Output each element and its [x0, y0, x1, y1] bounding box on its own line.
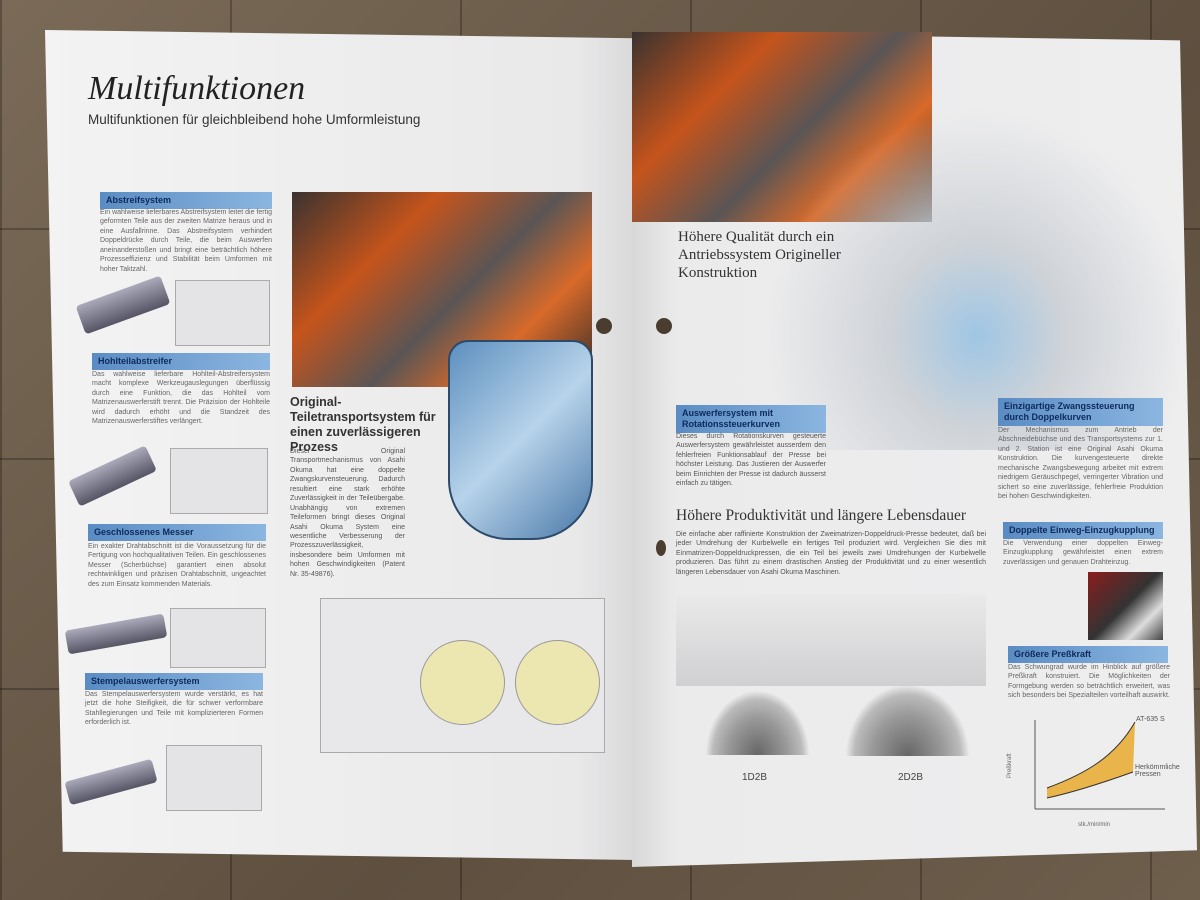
- force-gain-area: [1047, 722, 1135, 798]
- parts-pile-2d2b: [845, 684, 970, 756]
- section-heading: Stempelauswerfersystem: [85, 673, 263, 690]
- section-heading: Einzigartige Zwangssteuerung durch Doppe…: [998, 398, 1163, 426]
- stripper-diagram: [175, 280, 270, 346]
- transport-heading: Original-Teiletransportsystem für einen …: [290, 395, 436, 454]
- section-heading: Hohlteilabstreifer: [92, 353, 270, 370]
- label-2d2b: 2D2B: [898, 772, 924, 783]
- punch-hole: [656, 540, 666, 556]
- series-label-at635s: AT-635 S: [1136, 716, 1165, 723]
- section-text: Das Schwungrad wurde im Hinblick auf grö…: [1008, 664, 1170, 700]
- parts-pile-1d2b: [705, 690, 810, 755]
- series-line-conventional: [1046, 771, 1134, 799]
- section-heading: Auswerfersystem mit Rotationssteuerkurve…: [676, 405, 826, 433]
- cutter-diagram: [170, 608, 266, 668]
- productivity-heading: Höhere Produktivität und längere Lebensd…: [676, 507, 967, 524]
- section-text: Das Stempelauswerfersystem wurde verstär…: [85, 691, 263, 727]
- series-label-conventional: Herkömmliche Pressen: [1135, 764, 1180, 778]
- series-line-at635s: [1046, 721, 1136, 789]
- section-text: Der Mechanismus zum Antrieb der Abschnei…: [998, 427, 1163, 501]
- chart-ylabel: Preßkraft: [1007, 753, 1013, 778]
- gear-wheel: [420, 640, 505, 725]
- page-title: Multifunktionen: [88, 70, 306, 107]
- clutch-photo: [1088, 572, 1163, 640]
- transfer-mechanism-illustration: [448, 340, 593, 540]
- punch-diagram: [166, 745, 262, 811]
- press-force-chart: [1034, 720, 1165, 810]
- hollow-stripper-diagram: [170, 448, 268, 514]
- section-heading: Abstreifsystem: [100, 192, 272, 209]
- label-1d2b: 1D2B: [742, 772, 768, 783]
- chart-xlabel: stk./min/min: [1078, 822, 1111, 828]
- gear-wheel: [515, 640, 600, 725]
- productivity-text: Die einfache aber raffinierte Konstrukti…: [676, 531, 986, 576]
- section-heading: Geschlossenes Messer: [88, 524, 266, 541]
- quality-heading: Höhere Qualität durch ein Antriebssystem…: [678, 229, 841, 281]
- punch-hole: [656, 318, 672, 334]
- section-heading: Größere Preßkraft: [1008, 646, 1168, 663]
- section-text: Ein wahlweise lieferbares Abstreifsystem…: [100, 209, 272, 273]
- section-text: Die Verwendung einer doppelten Einweg-Ei…: [1003, 540, 1163, 566]
- transport-text: Dieser Original Transportmechanismus von…: [290, 448, 405, 578]
- section-text: Das wahlweise lieferbare Hohlteil-Abstre…: [92, 371, 270, 426]
- section-text: Ein exakter Drahtabschnitt ist die Vorau…: [88, 543, 266, 588]
- section-text: Dieses durch Rotationskurven gesteuerte …: [676, 433, 826, 488]
- die-comparison-illustration: [676, 594, 986, 686]
- page-subtitle: Multifunktionen für gleichbleibend hohe …: [88, 112, 421, 127]
- section-heading: Doppelte Einweg-Einzugkupplung: [1003, 522, 1163, 539]
- drive-system-illustration: [730, 70, 1180, 450]
- punch-hole: [596, 318, 612, 334]
